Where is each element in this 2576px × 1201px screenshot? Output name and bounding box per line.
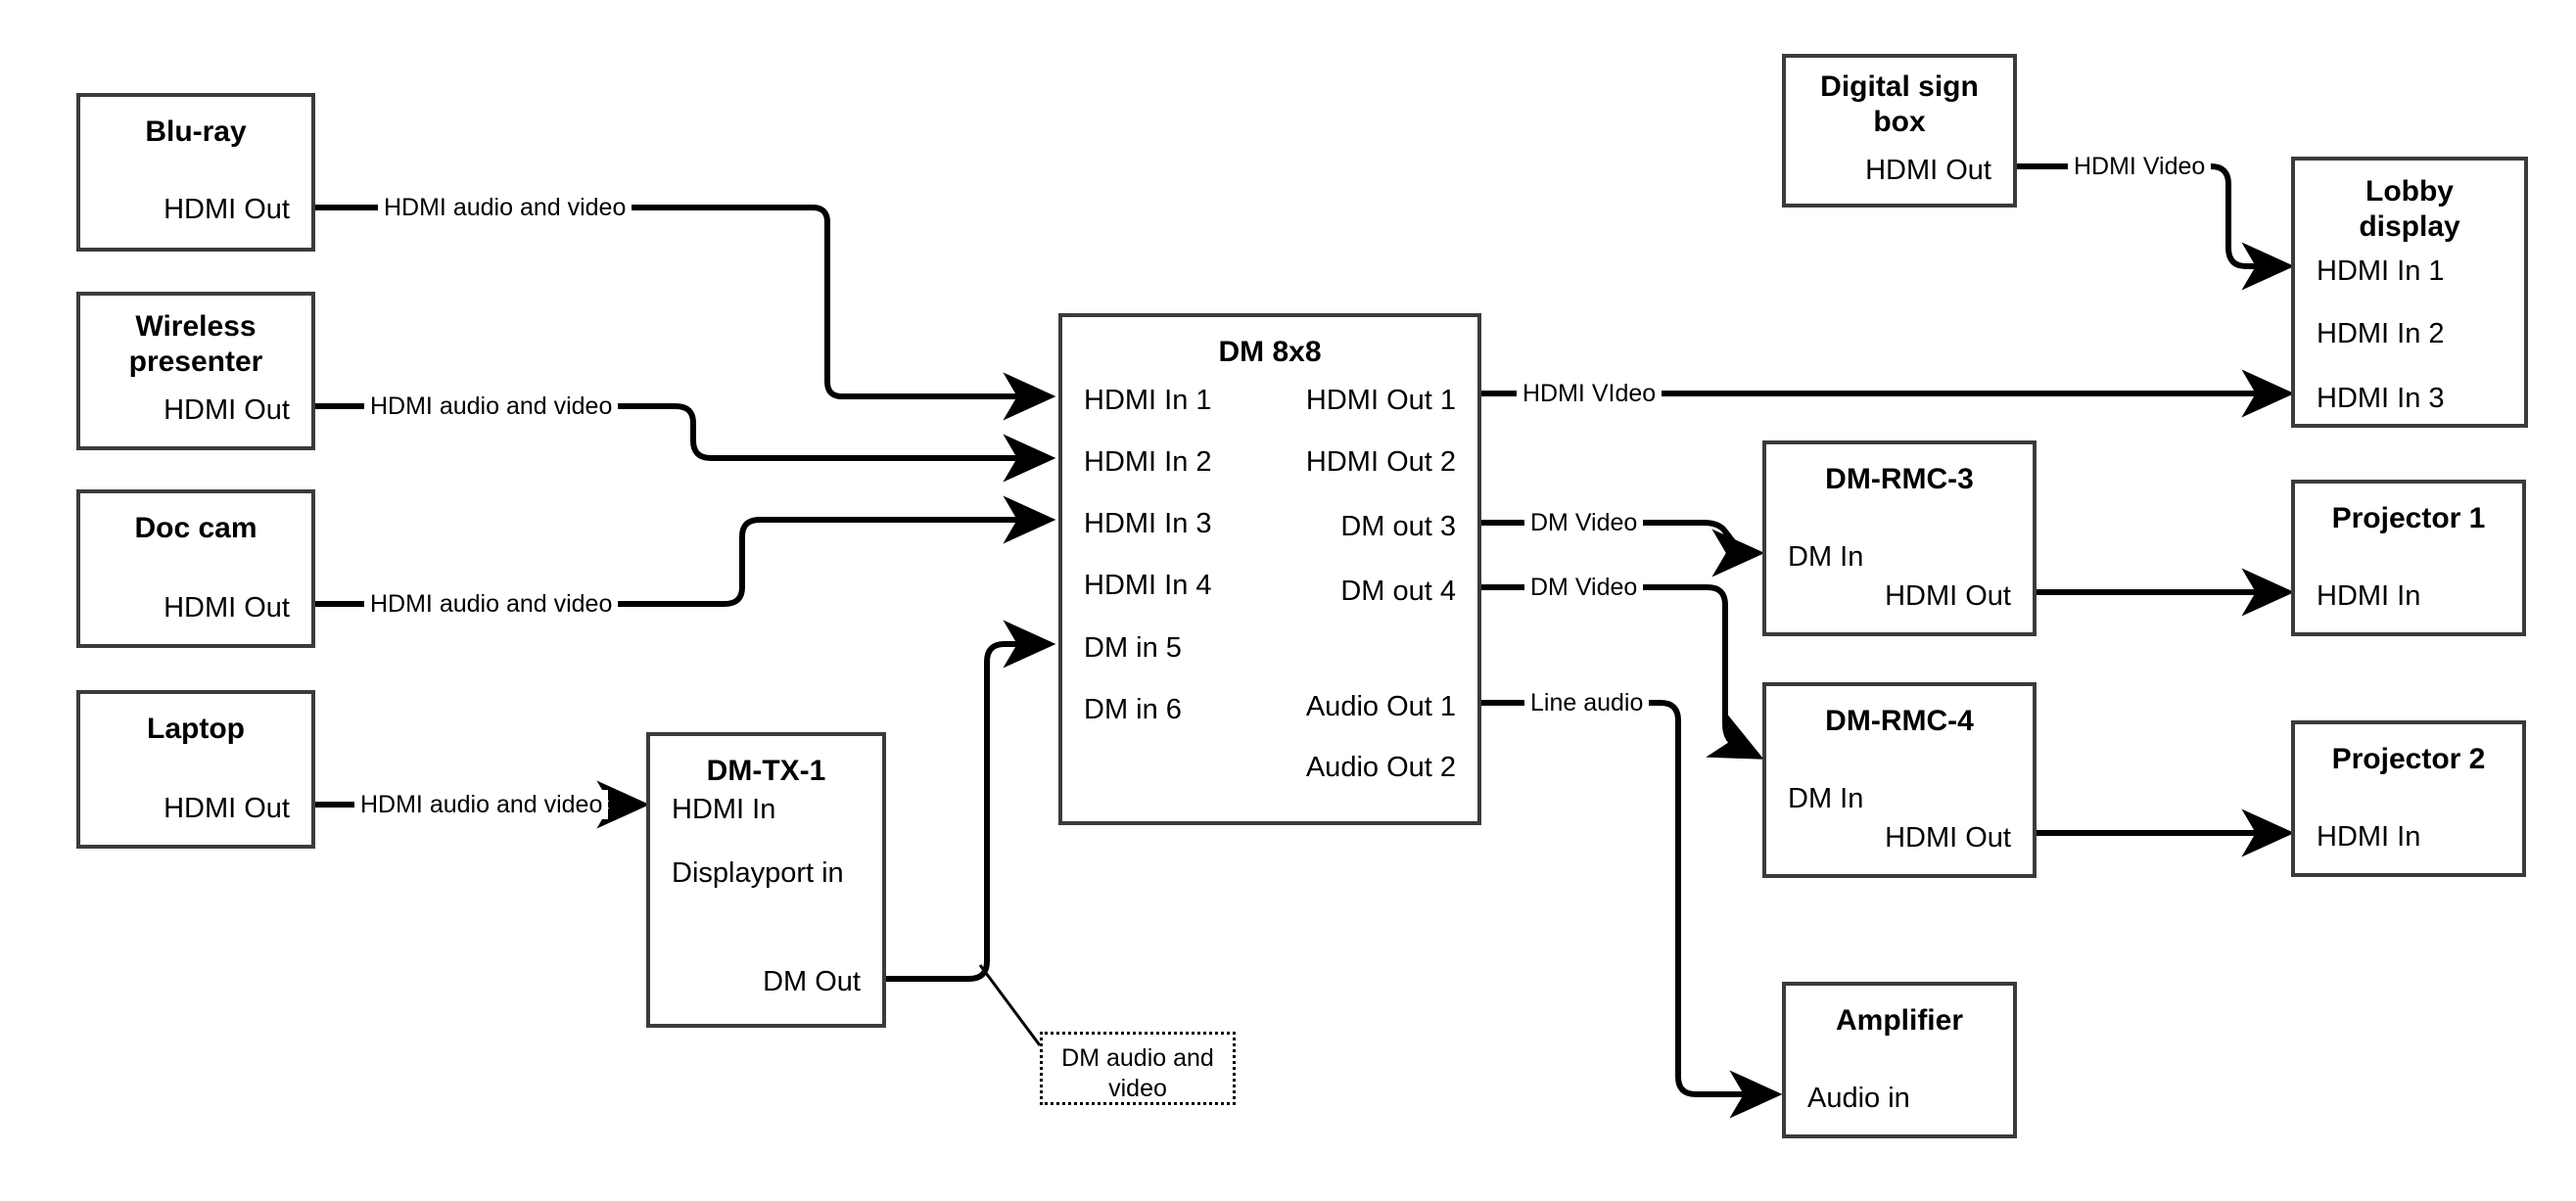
node-title-line2: presenter (128, 346, 263, 378)
node-title-line1: Digital sign (1820, 70, 1979, 103)
port-hdmi-out: HDMI Out (164, 793, 290, 824)
node-title: DM-RMC-3 (1825, 463, 1974, 495)
callout-dm-audio-video: DM audio and video (1040, 1032, 1236, 1105)
node-title: DM 8x8 (1218, 336, 1322, 368)
node-title: Projector 1 (2331, 502, 2486, 534)
port-hdmi-in: HDMI In (672, 794, 776, 825)
node-title-line2: display (2359, 210, 2460, 243)
node-wireless-presenter[interactable]: Wireless presenter HDMI Out (76, 292, 315, 450)
port-hdmi-in-4: HDMI In 4 (1084, 570, 1212, 601)
node-projector-1[interactable]: Projector 1 HDMI In (2291, 480, 2526, 636)
wire-label-bluray: HDMI audio and video (378, 193, 632, 222)
port-hdmi-out: HDMI Out (164, 394, 290, 426)
port-dm-in: DM In (1788, 783, 1864, 814)
node-blu-ray[interactable]: Blu-ray HDMI Out (76, 93, 315, 252)
node-doc-cam[interactable]: Doc cam HDMI Out (76, 489, 315, 648)
wire-dm-out4-to-rmc4 (1481, 584, 1764, 760)
port-audio-in: Audio in (1807, 1083, 1910, 1114)
port-hdmi-out: HDMI Out (164, 194, 290, 225)
wire-label-laptop: HDMI audio and video (354, 790, 609, 819)
node-digital-sign-box[interactable]: Digital sign box HDMI Out (1782, 54, 2017, 208)
node-title: Blu-ray (145, 115, 247, 148)
node-title: DM-RMC-4 (1825, 705, 1974, 737)
port-hdmi-in-2: HDMI In 2 (1084, 446, 1212, 478)
wire-tx-dmout-to-dm-in5 (886, 620, 1056, 982)
port-hdmi-out: HDMI Out (1885, 822, 2011, 854)
wire-label-sign: HDMI Video (2068, 152, 2212, 181)
port-hdmi-in: HDMI In (2317, 580, 2421, 612)
node-title: Laptop (147, 713, 245, 745)
wire-bluray-to-dm-in1 (315, 205, 1056, 421)
port-hdmi-in-1: HDMI In 1 (2317, 255, 2445, 287)
node-title: DM-TX-1 (706, 755, 826, 787)
node-title-line2: box (1873, 106, 1926, 138)
node-title-line1: Lobby (2365, 175, 2454, 208)
wire-label-wireless: HDMI audio and video (364, 392, 619, 421)
wire-label-dm-out3: DM Video (1524, 508, 1644, 537)
port-hdmi-in: HDMI In (2317, 821, 2421, 853)
node-title: Projector 2 (2331, 743, 2486, 775)
port-dm-in-6: DM in 6 (1084, 694, 1182, 725)
wire-sign-to-lobby-in1 (2017, 163, 2295, 291)
port-hdmi-out-2: HDMI Out 2 (1305, 446, 1456, 478)
node-title-line1: Wireless (135, 310, 257, 343)
port-hdmi-out: HDMI Out (1885, 580, 2011, 612)
port-audio-out-1: Audio Out 1 (1305, 691, 1456, 722)
port-hdmi-in-2: HDMI In 2 (2317, 318, 2445, 349)
port-hdmi-out-1: HDMI Out 1 (1305, 385, 1456, 416)
wire-label-hdmi-out1: HDMI VIdeo (1517, 379, 1663, 408)
port-hdmi-in-1: HDMI In 1 (1084, 385, 1212, 416)
port-dm-in: DM In (1788, 541, 1864, 573)
port-displayport-in: Displayport in (672, 857, 844, 889)
port-hdmi-in-3: HDMI In 3 (1084, 508, 1212, 539)
node-dm-rmc-4[interactable]: DM-RMC-4 DM In HDMI Out (1762, 682, 2037, 878)
node-title: Amplifier (1835, 1004, 1964, 1037)
wire-label-doccam: HDMI audio and video (364, 589, 619, 619)
port-dm-out-4: DM out 4 (1340, 576, 1456, 607)
node-lobby-display[interactable]: Lobby display HDMI In 1 HDMI In 2 HDMI I… (2291, 157, 2528, 428)
port-audio-out-2: Audio Out 2 (1305, 752, 1456, 783)
node-dm-8x8[interactable]: DM 8x8 HDMI In 1 HDMI In 2 HDMI In 3 HDM… (1058, 313, 1481, 825)
node-title: Doc cam (134, 512, 258, 544)
wire-label-audio-out1: Line audio (1524, 688, 1650, 717)
wire-dm-audioout1-to-amplifier (1481, 700, 1783, 1119)
port-hdmi-out: HDMI Out (164, 592, 290, 624)
port-hdmi-out: HDMI Out (1865, 155, 1991, 186)
port-dm-out-3: DM out 3 (1340, 511, 1456, 542)
node-laptop[interactable]: Laptop HDMI Out (76, 690, 315, 849)
port-dm-out: DM Out (763, 966, 861, 997)
node-amplifier[interactable]: Amplifier Audio in (1782, 982, 2017, 1138)
wire-label-dm-out4: DM Video (1524, 573, 1644, 602)
port-dm-in-5: DM in 5 (1084, 632, 1182, 664)
callout-leader-line (978, 964, 1042, 1046)
node-projector-2[interactable]: Projector 2 HDMI In (2291, 720, 2526, 877)
node-dm-tx-1[interactable]: DM-TX-1 HDMI In Displayport in DM Out (646, 732, 886, 1028)
port-hdmi-in-3: HDMI In 3 (2317, 383, 2445, 414)
node-dm-rmc-3[interactable]: DM-RMC-3 DM In HDMI Out (1762, 440, 2037, 636)
